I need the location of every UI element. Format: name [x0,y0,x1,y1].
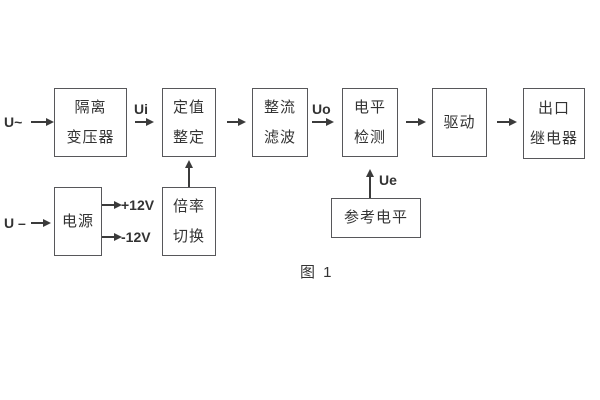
block-label: 倍率 [172,197,205,215]
block-label: 驱动 [443,113,476,131]
block-label: 隔离 [74,98,107,116]
block-label: 滤波 [263,128,296,146]
label-uo: Uo [312,101,331,117]
block-power-supply: 电源 [54,187,102,256]
label-minus12v: -12V [121,229,151,245]
arrow-minus12v [102,236,114,238]
block-output-relay: 出口 继电器 [523,88,585,159]
block-label: 参考电平 [343,209,408,226]
block-label: 电源 [61,212,94,230]
figure-caption: 图 1 [300,264,334,281]
block-label: 检测 [353,128,386,146]
arrow-setting-to-rectifier [227,121,238,123]
arrow-input-ac [31,121,46,123]
block-setting-adjustment: 定值 整定 [162,88,216,157]
label-plus12v: +12V [121,197,155,213]
block-label: 电平 [353,98,386,116]
block-label: 切换 [172,227,205,245]
block-label: 定值 [172,98,205,116]
block-rectifier-filter: 整流 滤波 [252,88,308,157]
label-u-dc: U – [4,215,26,231]
block-reference-level: 参考电平 [331,198,421,238]
block-level-detection: 电平 检测 [342,88,398,157]
arrow-level-to-driver [406,121,418,123]
label-u-ac: U~ [4,114,23,130]
block-label: 变压器 [66,128,115,146]
block-label: 出口 [537,99,570,117]
block-label: 继电器 [529,129,578,147]
arrow-uo [312,121,326,123]
label-ue: Ue [379,172,397,188]
block-driver: 驱动 [432,88,487,157]
arrow-driver-to-relay [497,121,509,123]
arrow-ue [369,177,371,198]
label-ui: Ui [134,101,148,117]
block-ratio-switching: 倍率 切换 [162,187,216,256]
block-label: 整定 [172,128,205,146]
block-isolation-transformer: 隔离 变压器 [54,88,127,157]
arrow-ratio-to-setting [188,168,190,187]
arrow-ui [135,121,146,123]
block-label: 整流 [263,98,296,116]
arrow-plus12v [102,204,114,206]
arrow-input-dc [31,222,43,224]
